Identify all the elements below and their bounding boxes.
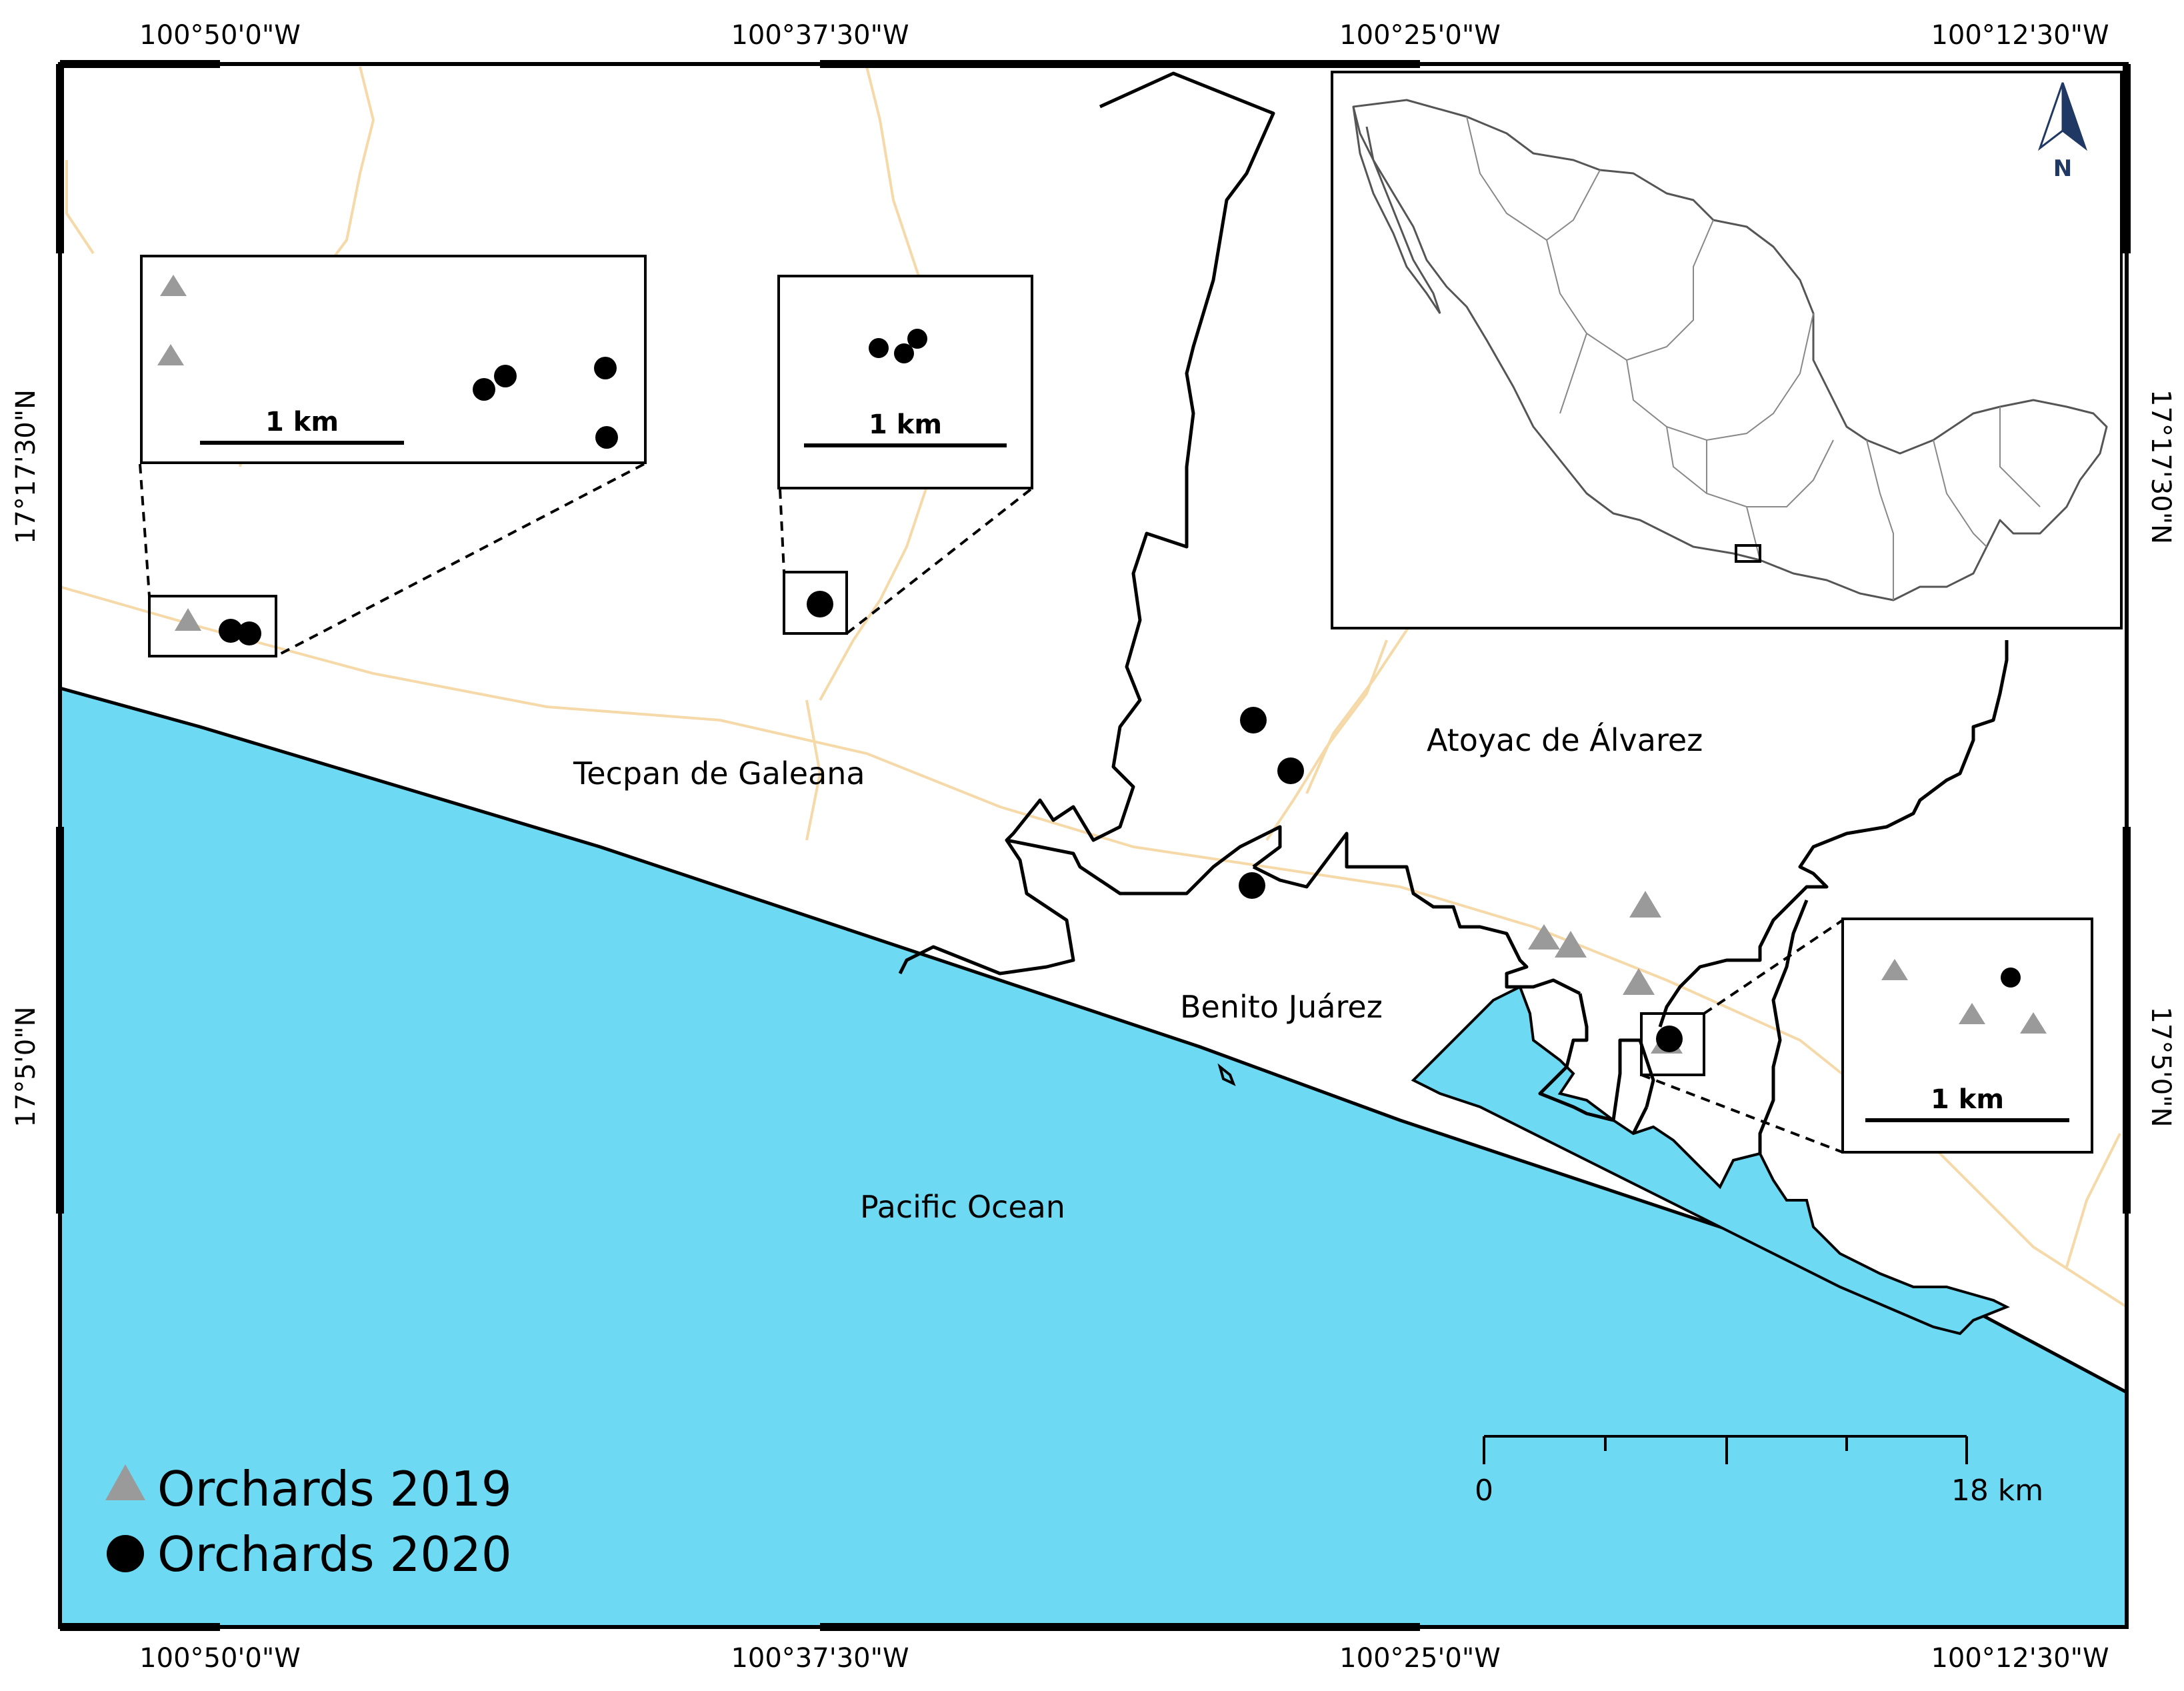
inset2-frame: [777, 275, 1033, 489]
lon-label-top-3: 100°25'0"W: [1339, 20, 1501, 51]
mexico-outline: [1352, 99, 2108, 601]
lon-label-bottom-3: 100°25'0"W: [1339, 1643, 1501, 1674]
circle-2020: [894, 343, 914, 363]
triangle-2019: [1623, 968, 1655, 995]
circle-2020: [594, 357, 617, 379]
triangle-2019: [160, 275, 187, 296]
circle-2020: [907, 329, 927, 349]
lat-label-right-1: 17°17'30"N: [2145, 389, 2176, 544]
site-markers: [175, 591, 1683, 1054]
place-ocean: Pacific Ocean: [860, 1189, 1065, 1225]
inset-connectors: [139, 463, 1844, 1154]
circle-2020: [1239, 872, 1265, 899]
circle-2020: [494, 365, 517, 387]
north-arrow-right: [2061, 82, 2088, 151]
triangle-2019: [1528, 924, 1560, 950]
triangle-2019: [175, 608, 201, 631]
triangle-2019: [2020, 1012, 2047, 1034]
triangle-2019: [1555, 931, 1587, 958]
circle-2020: [2001, 968, 2021, 988]
legend-label-2019: Orchards 2019: [157, 1461, 512, 1517]
inset3-selection-box: [1640, 1012, 1705, 1076]
inset-2: 1 km: [777, 275, 1033, 489]
overview-study-area-box: [1735, 544, 1761, 563]
main-scale-bar: [1483, 1435, 1968, 1464]
scale-bar-end-label: 18 km: [1951, 1474, 2043, 1508]
circle-2020: [473, 378, 495, 401]
circle-2020: [237, 621, 261, 645]
baja-peninsula: [1352, 106, 1441, 314]
coast-island: [1217, 1063, 1236, 1086]
inset1-selection-box: [148, 595, 277, 657]
circle-2020: [219, 619, 243, 643]
inset2-selection-box: [783, 571, 848, 635]
legend-triangle-icon: [105, 1464, 145, 1500]
circle-2020: [1277, 757, 1304, 784]
lat-label-left-2: 17°5'0"N: [11, 1006, 41, 1127]
place-atoyac: Atoyac de Álvarez: [1427, 722, 1703, 758]
lon-label-bottom-2: 100°37'30"W: [731, 1643, 909, 1674]
legend-label-2020: Orchards 2020: [157, 1526, 512, 1582]
inset-3: 1 km: [1841, 918, 2093, 1154]
inset3-frame: [1841, 918, 2093, 1154]
inset2-scale-label: 1 km: [869, 409, 942, 440]
circle-2020: [807, 591, 833, 617]
triangle-2019: [157, 344, 184, 365]
inset1-frame: [140, 255, 647, 464]
circle-2020: [1656, 1026, 1683, 1052]
inset-1: 1 km: [140, 255, 647, 464]
lon-label-bottom-4: 100°12'30"W: [1931, 1643, 2109, 1674]
lon-label-top-1: 100°50'0"W: [139, 20, 301, 51]
overview-frame: [1331, 71, 2123, 629]
lat-label-left-1: 17°17'30"N: [11, 389, 41, 544]
lon-label-top-4: 100°12'30"W: [1931, 20, 2109, 51]
lon-label-bottom-1: 100°50'0"W: [139, 1643, 301, 1674]
frame-ticks: [56, 60, 2131, 1631]
triangle-2019: [1881, 959, 1908, 980]
scale-bar-start-label: 0: [1475, 1474, 1493, 1508]
place-tecpan: Tecpan de Galeana: [573, 755, 865, 791]
circle-2020: [1240, 707, 1267, 733]
lon-label-top-2: 100°37'30"W: [731, 20, 909, 51]
triangle-2019: [1959, 1003, 1985, 1024]
triangle-2019: [1629, 891, 1661, 918]
legend-circle-icon: [107, 1535, 144, 1572]
north-arrow: N: [2037, 82, 2088, 182]
place-benito: Benito Juárez: [1180, 989, 1383, 1025]
mexico-overview-inset: N: [1331, 71, 2123, 629]
north-arrow-label: N: [2053, 155, 2072, 182]
inset3-scale-label: 1 km: [1931, 1084, 2004, 1115]
circle-2020: [869, 338, 889, 358]
lat-label-right-2: 17°5'0"N: [2145, 1006, 2176, 1127]
inset1-scale-label: 1 km: [265, 407, 339, 437]
legend: Orchards 2019 Orchards 2020: [105, 1461, 512, 1582]
circle-2020: [595, 426, 618, 449]
state-boundaries: [1466, 116, 2041, 600]
